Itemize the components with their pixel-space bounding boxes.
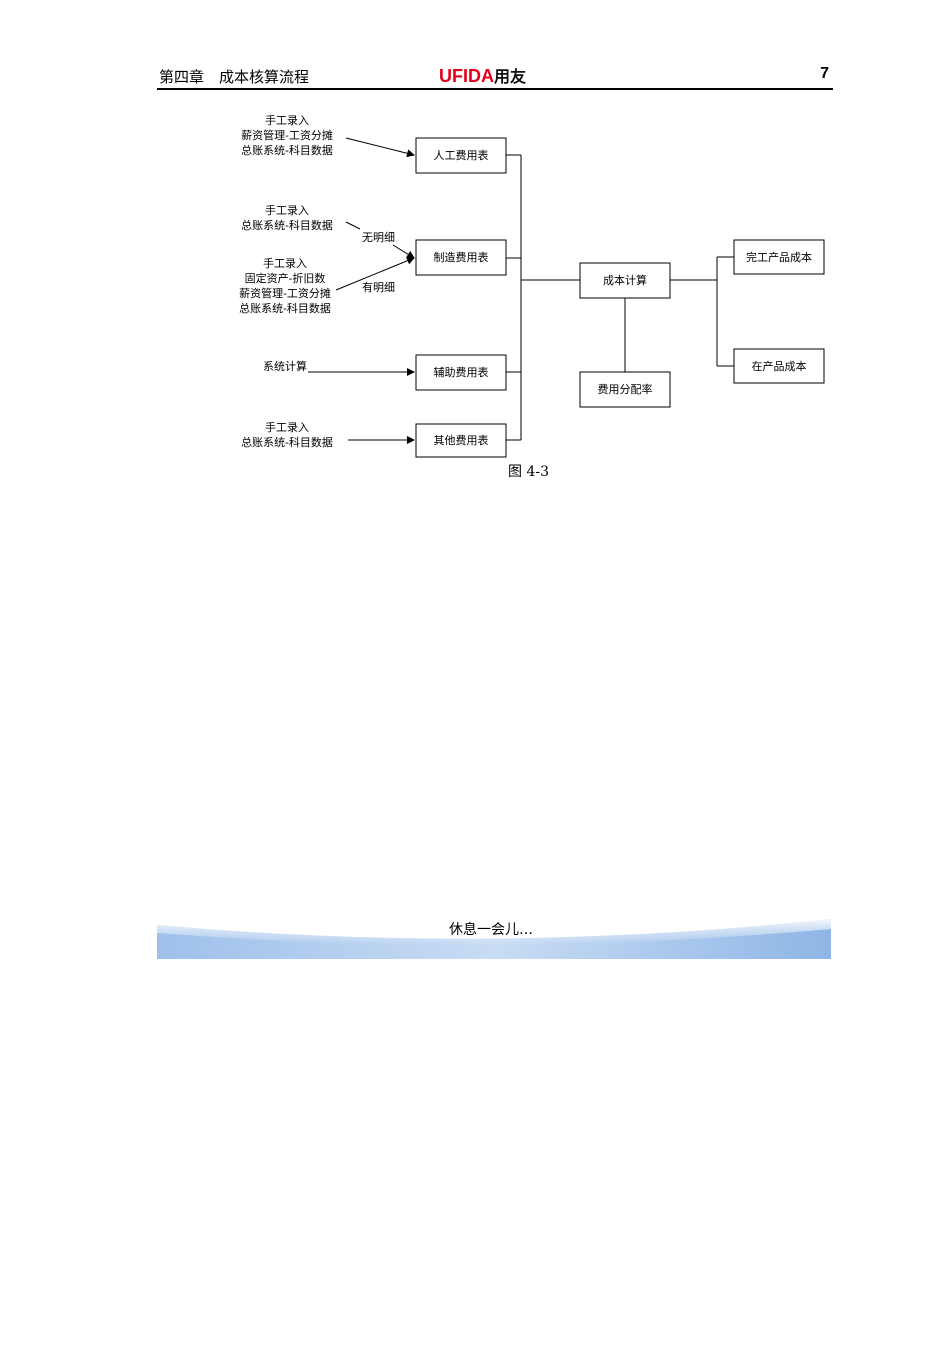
box-aux: 辅助费用表 [415,354,507,391]
box-finished-label: 完工产品成本 [746,250,812,264]
source-other-2: 总账系统-科目数据 [241,435,333,449]
connector-outputs [670,256,734,367]
chapter-title: 第四章 成本核算流程 [159,68,310,86]
source-mfg-b-1: 手工录入 [263,256,307,270]
box-finished: 完工产品成本 [733,239,825,275]
logo-cn: 用友 [494,69,527,86]
box-aux-label: 辅助费用表 [434,365,489,379]
source-mfg-b: 手工录入 固定资产-折旧数 薪资管理-工资分摊 总账系统-科目数据 [239,256,331,315]
connector-tables [506,154,580,441]
source-mfg-a-1: 手工录入 [265,203,309,217]
source-labor-2: 薪资管理-工资分摊 [241,128,333,142]
page-number: 7 [820,65,829,82]
banner-text: 休息一会儿… [449,922,533,938]
box-labor: 人工费用表 [415,137,507,174]
arrow-no-detail [392,244,415,259]
box-wip-label: 在产品成本 [752,359,807,373]
arrow-labor [345,137,415,158]
footer-banner [157,915,831,959]
source-aux-1: 系统计算 [263,359,307,373]
banner-swoosh [157,919,831,959]
source-other: 手工录入 总账系统-科目数据 [241,420,333,449]
figure-caption: 图 4-3 [508,464,549,480]
box-mfg-label: 制造费用表 [434,250,489,264]
box-rate: 费用分配率 [579,371,671,408]
source-labor-1: 手工录入 [265,113,309,127]
arrow-with-detail [335,256,415,291]
source-mfg-b-3: 薪资管理-工资分摊 [239,286,331,300]
box-other: 其他费用表 [415,423,507,458]
box-other-label: 其他费用表 [434,433,489,447]
logo-latin: UFIDA [439,66,494,86]
box-labor-label: 人工费用表 [434,148,489,162]
edge-label-with-detail: 有明细 [362,280,395,294]
source-other-1: 手工录入 [265,420,309,434]
source-mfg-b-4: 总账系统-科目数据 [239,301,331,315]
edge-label-no-detail: 无明细 [362,231,395,244]
source-labor-3: 总账系统-科目数据 [241,143,333,157]
box-calc-label: 成本计算 [603,273,647,287]
box-rate-label: 费用分配率 [598,382,653,396]
page-header: 第四章 成本核算流程 UFIDA用友 7 [157,62,833,90]
source-mfg-b-2: 固定资产-折旧数 [245,271,326,285]
cost-flow-diagram: 手工录入 薪资管理-工资分摊 总账系统-科目数据 手工录入 总账系统-科目数据 … [239,113,825,458]
ufida-logo: UFIDA用友 [439,63,526,87]
box-wip: 在产品成本 [733,348,825,384]
header-rule [157,88,833,90]
source-mfg-a-2: 总账系统-科目数据 [241,218,333,232]
source-mfg-a: 手工录入 总账系统-科目数据 [241,203,333,232]
box-mfg: 制造费用表 [415,239,507,276]
box-calc: 成本计算 [579,262,671,299]
source-labor: 手工录入 薪资管理-工资分摊 总账系统-科目数据 [241,113,333,157]
stub-no-detail [345,221,361,230]
